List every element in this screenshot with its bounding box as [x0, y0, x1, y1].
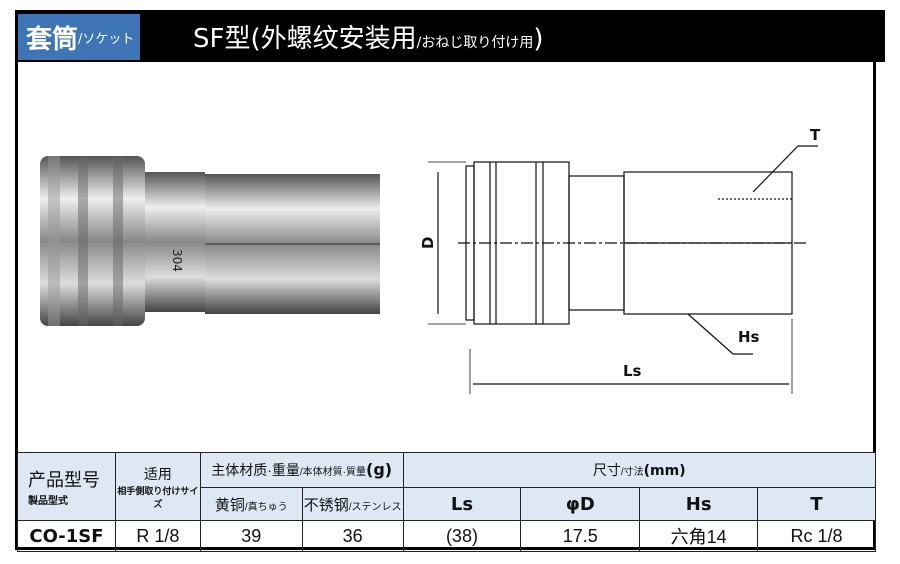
- cell-ls: (38): [402, 520, 522, 552]
- col-hs-header: Hs: [639, 487, 759, 521]
- col-steel-header: 不锈钢/ステンレス: [301, 487, 404, 521]
- fit-sub: 相手側取り付けサイズ: [117, 486, 199, 510]
- table-row: CO-1SF R 1/8 39 36 (38) 17.5 六角14 Rc 1/8: [17, 520, 876, 552]
- label-Ls: Ls: [623, 362, 642, 380]
- title-main: SF型(外螺纹安装用: [193, 24, 417, 54]
- col-fit-header: 适用相手側取り付けサイズ: [114, 452, 201, 521]
- material-unit: (g): [366, 460, 393, 479]
- title-sub: /おねじ取り付け用: [416, 35, 534, 51]
- product-photo: 304: [40, 156, 380, 326]
- dim-label: 尺寸: [592, 462, 621, 478]
- col-dim-header: 尺寸/寸法(mm): [402, 452, 877, 488]
- fit-label: 适用: [143, 465, 172, 482]
- col-brass-header: 黄铜/真ちゅう: [199, 487, 303, 521]
- model-sub: 製品型式: [28, 496, 68, 507]
- cell-steel: 36: [301, 520, 404, 552]
- cell-brass: 39: [199, 520, 303, 552]
- model-label: 产品型号: [28, 470, 100, 490]
- spec-table: 产品型号製品型式 适用相手側取り付けサイズ 主体材质·重量/本体材質·質量(g)…: [17, 452, 877, 552]
- dimension-drawing: [428, 145, 818, 394]
- photo-marking: 304: [170, 249, 184, 272]
- col-d-header: φD: [520, 487, 641, 521]
- cell-t: Rc 1/8: [757, 520, 876, 552]
- cell-model: CO-1SF: [17, 520, 116, 552]
- dim-sub: /寸法: [620, 467, 644, 478]
- cell-hs: 六角14: [639, 520, 759, 552]
- col-t-header: T: [757, 487, 876, 521]
- col-model-header: 产品型号製品型式: [17, 452, 116, 521]
- steel-label: 不锈钢: [303, 496, 349, 514]
- page-title: SF型(外螺纹安装用/おねじ取り付け用): [193, 18, 543, 55]
- category-sub: /ソケット: [78, 31, 135, 47]
- label-T: T: [810, 126, 821, 144]
- product-illustrations: 304 T D Hs Ls: [40, 126, 821, 394]
- material-label: 主体材质·重量: [211, 462, 300, 478]
- category-badge: 套筒/ソケット: [18, 14, 140, 60]
- category-label: 套筒: [26, 24, 79, 55]
- header-bar: 套筒/ソケット SF型(外螺纹安装用/おねじ取り付け用): [15, 10, 885, 62]
- steel-sub: /ステンレス: [348, 501, 402, 513]
- title-close: ): [533, 24, 544, 54]
- brass-label: 黄铜: [214, 496, 245, 514]
- cell-d: 17.5: [520, 520, 641, 552]
- col-ls-header: Ls: [402, 487, 522, 521]
- dim-unit: (mm): [643, 463, 686, 479]
- label-D: D: [419, 237, 437, 249]
- col-material-header: 主体材质·重量/本体材質·質量(g): [199, 452, 404, 488]
- brass-sub: /真ちゅう: [244, 501, 288, 513]
- material-sub: /本体材質·質量: [299, 467, 366, 478]
- cell-fit: R 1/8: [114, 520, 201, 552]
- label-Hs: Hs: [738, 328, 760, 346]
